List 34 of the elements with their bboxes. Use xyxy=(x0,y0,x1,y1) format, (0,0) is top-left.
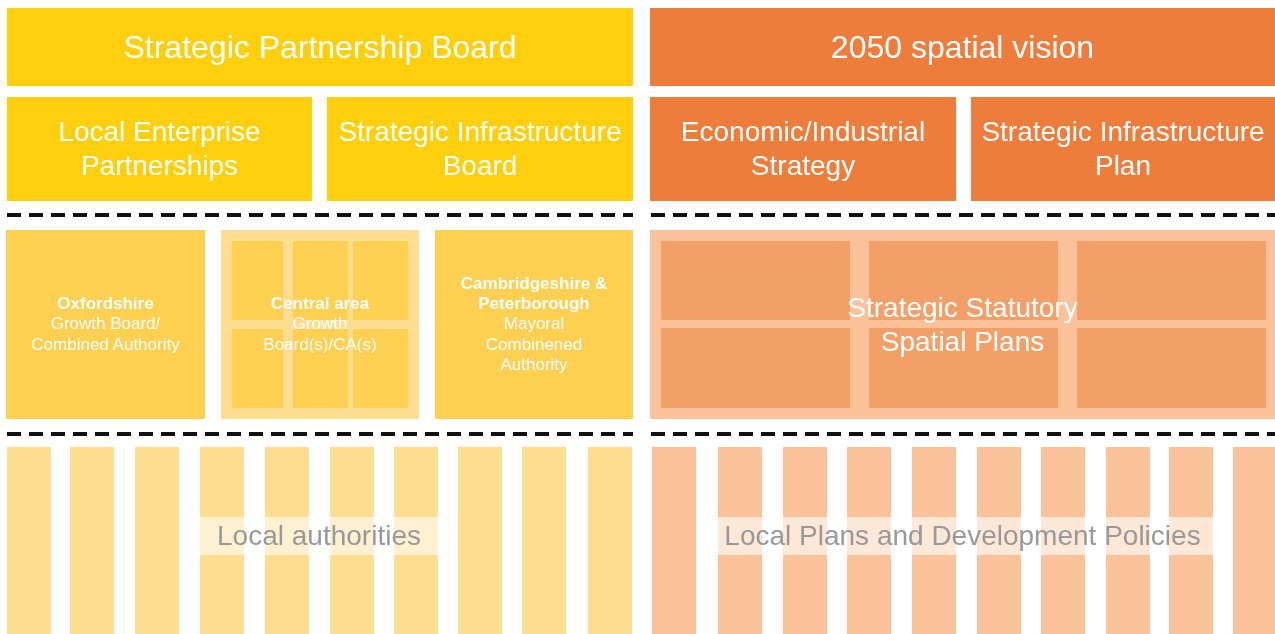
column-bar xyxy=(70,447,114,634)
column-bar xyxy=(522,447,566,634)
heading-box xyxy=(650,97,956,201)
column-bar xyxy=(135,447,179,634)
section-label: Local authorities xyxy=(217,519,421,553)
column-bar xyxy=(7,447,51,634)
box-title: Economic/Industrial Strategy xyxy=(679,115,927,183)
column-bar xyxy=(652,447,696,634)
box-text: Growth Board/ Combined Authority xyxy=(30,314,181,356)
body-box xyxy=(221,230,419,419)
section-label: Local Plans and Development Policies xyxy=(724,519,1201,553)
box-title: Strategic Infrastructure Board xyxy=(337,115,623,183)
box-title: Strategic Infrastructure Plan xyxy=(981,115,1265,183)
box-text: Mayoral Combinened Authority xyxy=(484,314,584,376)
box-title: Local Enterprise Partnerships xyxy=(57,115,262,183)
box-text: Growth Board(s)/CA(s) xyxy=(262,314,378,356)
heading-box xyxy=(650,230,1275,419)
heading-box xyxy=(971,97,1275,201)
box-title: 2050 spatial vision xyxy=(830,27,1095,67)
column-bar xyxy=(458,447,502,634)
heading-box xyxy=(327,97,633,201)
box-heading: Oxfordshire xyxy=(57,293,154,315)
heading-box xyxy=(650,8,1275,86)
box-title: Strategic Partnership Board xyxy=(123,27,517,67)
column-bar xyxy=(1233,447,1275,634)
box-title: Strategic Statutory Spatial Plans xyxy=(846,290,1079,359)
column-bar xyxy=(588,447,632,634)
caption-patch xyxy=(200,517,438,555)
body-box xyxy=(435,230,633,419)
heading-box xyxy=(7,97,312,201)
box-heading: Central area xyxy=(270,293,370,315)
body-box xyxy=(6,230,205,419)
box-heading: Cambridgeshire & Peterborough xyxy=(459,273,609,315)
heading-box xyxy=(7,8,633,86)
